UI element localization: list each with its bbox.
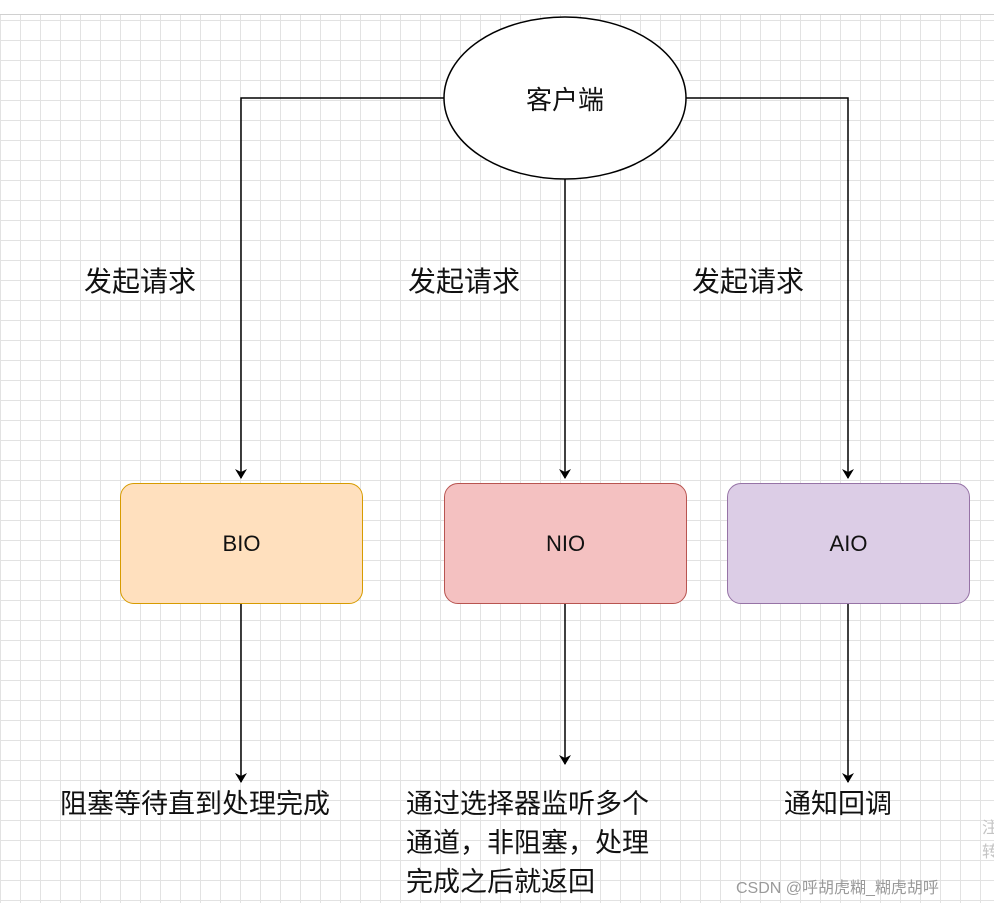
client-label: 客户端 [525, 86, 604, 116]
edge-glyph-bottom: 转 [982, 842, 994, 861]
watermark: CSDN @呼胡虎糊_糊虎胡呼 [736, 880, 939, 897]
edge-label-nio-request: 发起请求 [408, 265, 521, 298]
edge-label-aio-request: 发起请求 [692, 265, 805, 298]
node-bio[interactable]: BIO [120, 483, 363, 604]
node-nio[interactable]: NIO [444, 483, 687, 604]
edge-client-to-aio [686, 97, 854, 479]
result-label-nio-line2: 通道，非阻塞，处理 [406, 828, 649, 859]
result-label-aio: 通知回调 [784, 789, 892, 820]
result-label-nio-line3: 完成之后就返回 [406, 867, 595, 898]
result-label-bio: 阻塞等待直到处理完成 [60, 789, 330, 820]
edge-client-to-bio [235, 97, 444, 479]
node-aio[interactable]: AIO [727, 483, 970, 604]
top-border [0, 0, 994, 15]
edge-label-bio-request: 发起请求 [84, 265, 197, 298]
edge-glyph-top: 注 [982, 818, 994, 837]
result-label-nio-line1: 通过选择器监听多个 [406, 789, 649, 820]
